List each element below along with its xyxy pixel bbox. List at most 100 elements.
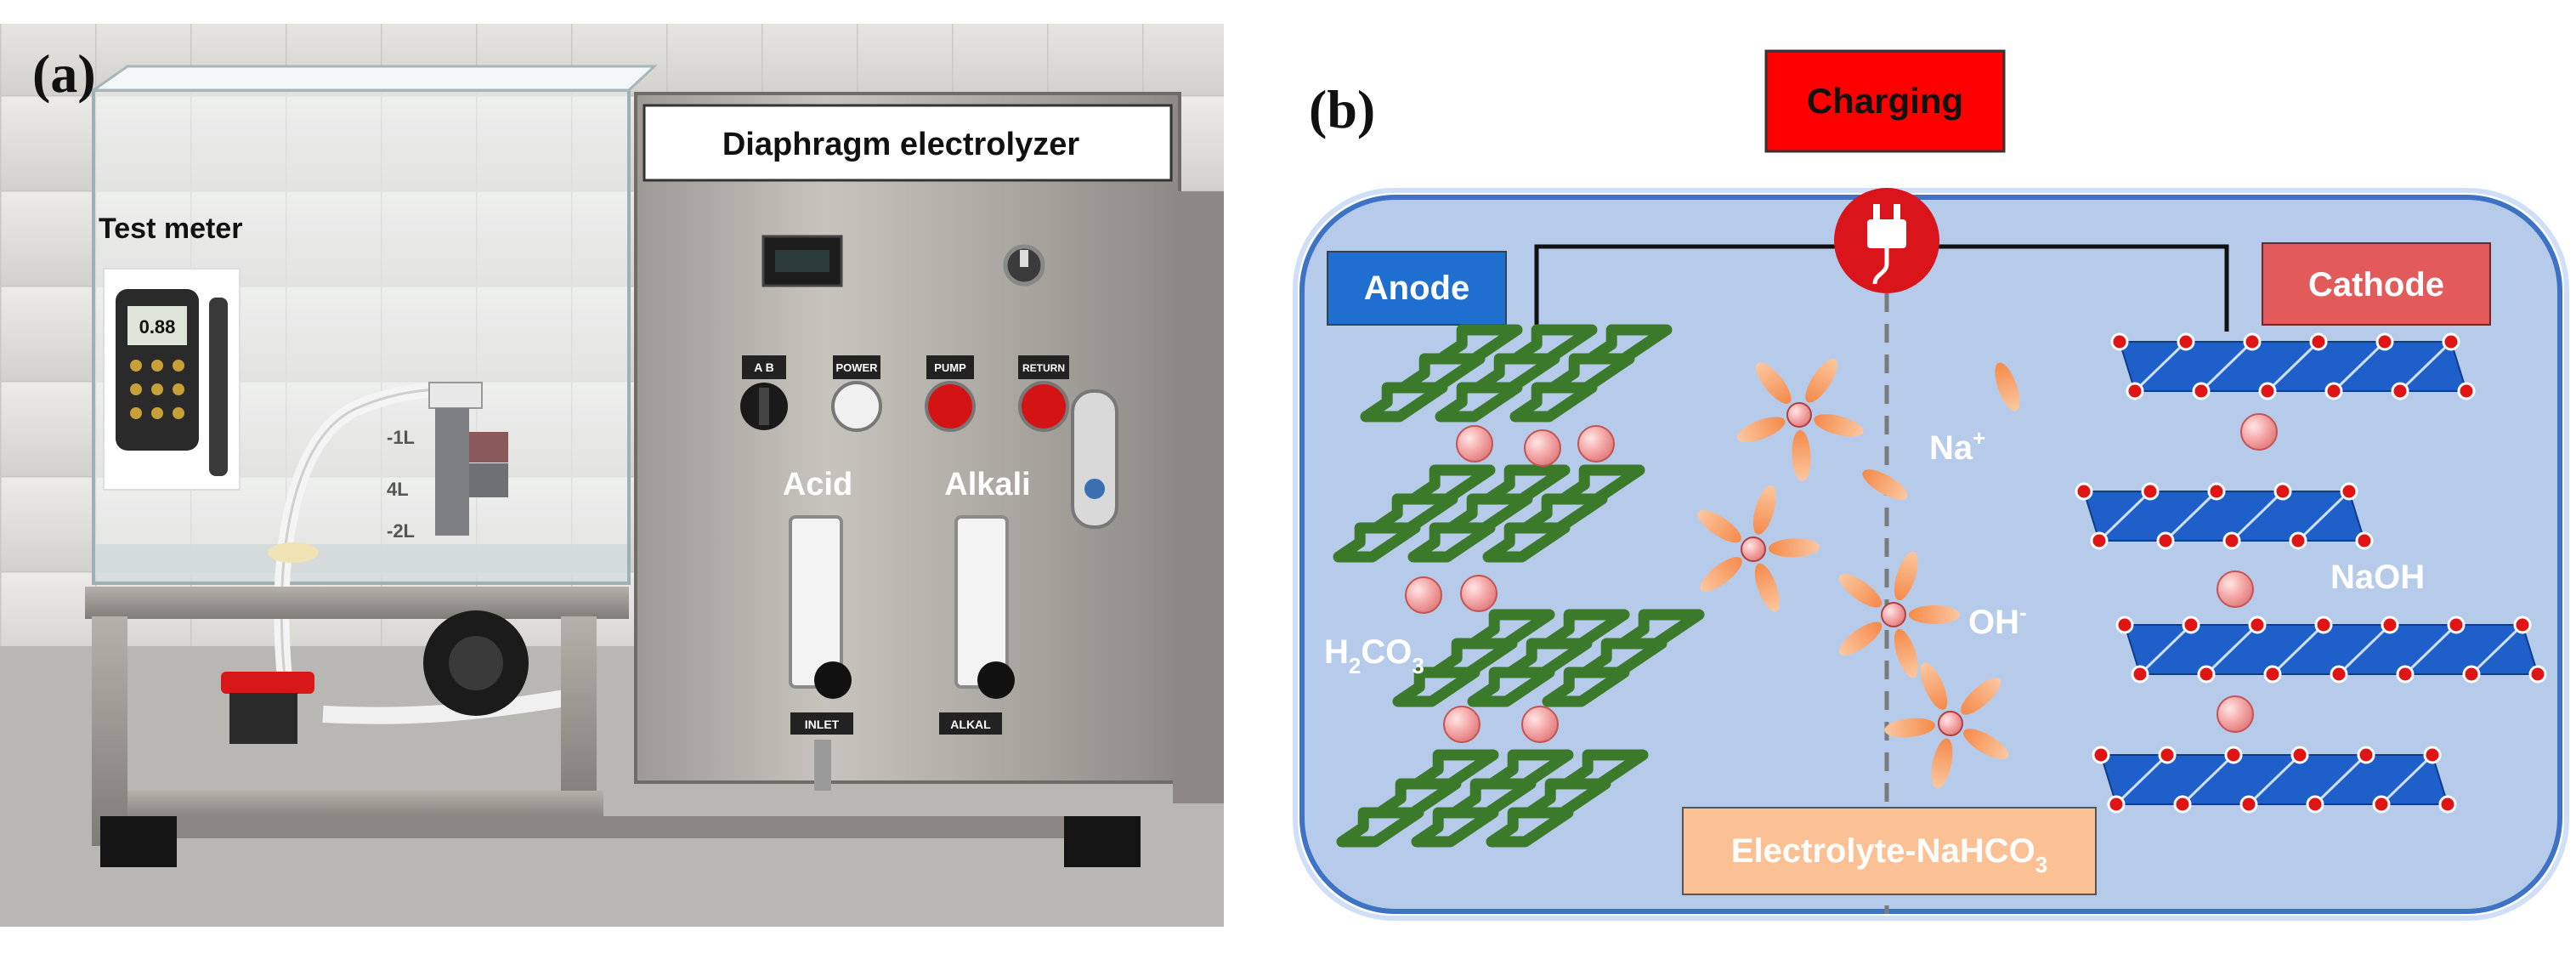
oxygen-atom: [2340, 482, 2358, 501]
graphene-hexagon: [1411, 807, 1499, 848]
oxygen-atom: [2263, 665, 2282, 684]
switch-plate: [833, 355, 880, 379]
oxygen-atom: [2239, 795, 2258, 814]
cation-sphere: [1456, 425, 1493, 462]
lattice-bond: [2398, 340, 2453, 393]
oxygen-atom: [2423, 746, 2442, 764]
tank-scale-mark: -2L: [387, 520, 415, 542]
oxygen-atom: [2396, 665, 2415, 684]
oxygen-atom: [2391, 382, 2409, 400]
cabinet-side: [1173, 191, 1224, 803]
cation-sphere: [1521, 706, 1559, 743]
graphene-hexagon: [1392, 667, 1480, 707]
pipe-fitting: [428, 382, 483, 409]
flow-knob: [814, 661, 852, 699]
pump-face: [449, 636, 503, 690]
device-title: Diaphragm electrolyzer: [722, 127, 1079, 162]
flowmeter-tag: [939, 712, 1002, 735]
valve-red-cap: [469, 432, 508, 462]
switch-label: POWER: [835, 361, 878, 374]
oxygen-atom: [2289, 531, 2307, 550]
oxygen-atom: [2273, 482, 2292, 501]
na-ion-label: Na+: [1929, 425, 1985, 467]
hydrated-ion: [1839, 551, 1960, 678]
lattice-bond: [2164, 490, 2218, 542]
water-molecule: [1736, 417, 1786, 443]
oxygen-atom: [2309, 332, 2328, 351]
lattice-bond: [2380, 753, 2434, 806]
free-water-molecule: [1995, 362, 2020, 411]
switch-row: A B POWER PUMP RETURN: [740, 355, 1069, 432]
pump-button: [925, 381, 976, 432]
lattice-bond: [2470, 623, 2524, 676]
ion-core: [1881, 602, 1906, 627]
selector-lever: [759, 388, 769, 425]
frame-top-bar: [85, 587, 629, 619]
graphene-hexagon: [1336, 807, 1424, 848]
cathode-wire: [1933, 244, 2229, 332]
test-meter-label: Test meter: [99, 213, 242, 245]
cation-sphere: [1577, 425, 1615, 462]
lattice-bond: [2296, 490, 2351, 542]
lattice-bond: [2200, 340, 2254, 393]
flowmeter-tag-text: INLET: [805, 718, 840, 731]
water-molecule: [1805, 358, 1837, 403]
oxygen-atom: [2375, 332, 2394, 351]
water-molecule: [1931, 738, 1953, 789]
oxygen-atom: [2513, 616, 2532, 634]
grey-pipe: [435, 408, 469, 536]
rubber-foot: [100, 816, 177, 867]
graphene-hexagon: [1509, 382, 1598, 423]
oxygen-atom: [2224, 746, 2243, 764]
lattice-bond: [2403, 623, 2458, 676]
h2co3-label: H2CO3: [1324, 633, 1424, 678]
anode-box: [1327, 251, 1507, 326]
oxygen-atom: [2222, 531, 2241, 550]
lattice-bond: [2247, 753, 2301, 806]
graphene-hexagon: [1486, 807, 1574, 848]
hose-edge: [280, 388, 473, 715]
cation-sphere: [2216, 570, 2254, 608]
alkali-label: Alkali: [944, 467, 1030, 502]
cell-glow: [1293, 188, 2569, 921]
lattice-bond: [2337, 623, 2392, 676]
tank-scale-mark: 4L: [387, 479, 409, 500]
oxygen-atom: [2372, 795, 2391, 814]
display-screen: [775, 250, 829, 272]
acid-label: Acid: [783, 467, 852, 502]
oxygen-atom: [2258, 382, 2277, 400]
water-molecule: [1884, 718, 1936, 738]
graphene-anode-layers: [1333, 324, 1705, 848]
water-molecule: [1894, 551, 1918, 601]
oh-ion-label: OH-: [1968, 599, 2027, 641]
tank-scale-mark: -1L: [387, 427, 415, 448]
cathode-layer: [2115, 616, 2547, 684]
oxygen-atom: [2197, 665, 2216, 684]
meter-reading: 0.88: [139, 316, 176, 338]
switch-label: A B: [754, 360, 774, 374]
hydrated-ion: [1697, 485, 1820, 612]
frame-leg: [561, 616, 597, 812]
water-molecule: [1909, 605, 1960, 624]
lattice-bond: [2098, 490, 2152, 542]
oxygen-atom: [2207, 482, 2226, 501]
oxygen-atom: [2357, 746, 2375, 764]
oxygen-atom: [2182, 616, 2200, 634]
device-title-box: [643, 104, 1173, 182]
oxygen-atom: [2330, 665, 2348, 684]
graphene-hexagon: [1467, 667, 1555, 707]
water-molecule: [1768, 538, 1820, 558]
flowmeter-tag: [790, 712, 853, 735]
oxygen-atom: [2462, 665, 2481, 684]
oxygen-atom: [2131, 665, 2149, 684]
lattice-bond: [2332, 340, 2386, 393]
lattice-bond: [2313, 753, 2368, 806]
alkali-flowmeter: [954, 515, 1009, 689]
lattice-bond: [2181, 753, 2235, 806]
hydrated-ion: [1884, 662, 2009, 789]
water-molecule: [1752, 485, 1776, 535]
water-molecule: [1700, 557, 1742, 592]
oxygen-atom: [2173, 795, 2192, 814]
lattice-bond: [2205, 623, 2259, 676]
